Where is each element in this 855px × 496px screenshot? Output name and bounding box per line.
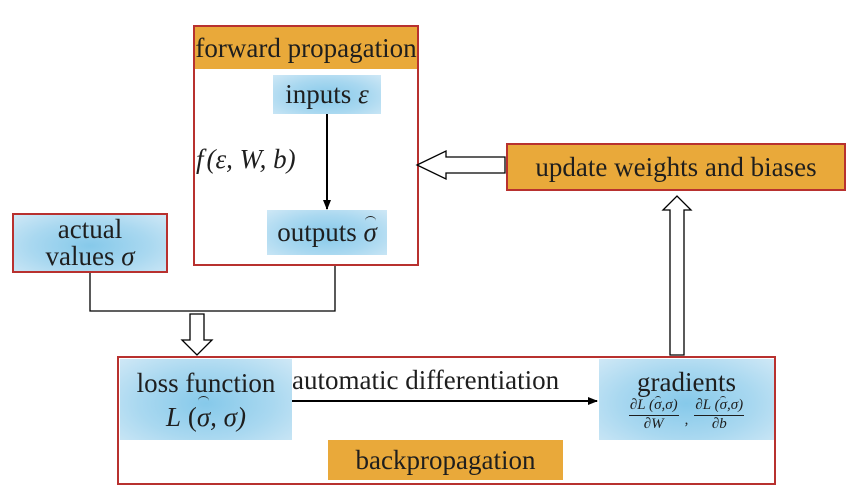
update-to-forward-arrow	[415, 149, 506, 181]
backpropagation-title: backpropagation	[328, 440, 563, 480]
actual-values-text: values	[45, 241, 122, 271]
function-name: f	[196, 144, 204, 174]
gradient-b-num-suffix: ,σ)	[727, 397, 744, 414]
gradient-b-numerator: ∂L (σ,σ)	[694, 396, 745, 416]
loss-function-node: loss function L (σ, σ)	[120, 359, 292, 440]
gradients-node: gradients ∂L (σ,σ) ∂W , ∂L (σ,σ) ∂b	[599, 359, 774, 440]
forward-function-label: f(ε, W, b)	[196, 146, 296, 173]
outputs-symbol: σ	[363, 215, 377, 247]
loss-L: L	[166, 401, 182, 432]
update-weights-box: update weights and biases	[506, 143, 846, 191]
gradient-w-num-hat: σ	[654, 396, 662, 414]
automatic-differentiation-label: automatic differentiation	[292, 365, 560, 395]
gradient-w-denominator: ∂W	[643, 416, 664, 432]
loss-open: (	[181, 401, 197, 432]
gradients-formula: ∂L (σ,σ) ∂W , ∂L (σ,σ) ∂b	[628, 396, 745, 433]
gradient-b-denominator: ∂b	[711, 416, 727, 432]
loss-function-formula: L (σ, σ)	[166, 396, 246, 434]
function-args: (ε, W, b)	[206, 144, 296, 174]
merge-to-loss-arrow	[180, 313, 214, 356]
gradient-w-num-suffix: ,σ)	[661, 397, 678, 414]
forward-propagation-title: forward propagation	[195, 27, 417, 69]
actual-values-line2: values σ	[45, 243, 134, 270]
inputs-node: inputs ε	[273, 75, 381, 114]
gradient-wrt-b: ∂L (σ,σ) ∂b	[694, 396, 745, 433]
actual-values-symbol: σ	[121, 241, 135, 271]
actual-values-line1: actual	[57, 214, 123, 244]
loss-hat-sigma: σ	[196, 396, 211, 432]
gradient-b-num-prefix: ∂L (	[695, 397, 720, 414]
gradient-separator: ,	[684, 412, 689, 428]
gradient-w-num-prefix: ∂L (	[629, 397, 655, 414]
loss-rest: , σ)	[210, 401, 246, 432]
actual-values-box: actual values σ	[12, 213, 168, 273]
inputs-label: inputs	[285, 79, 359, 109]
gradient-b-num-hat: σ	[719, 396, 728, 414]
gradient-w-numerator: ∂L (σ,σ)	[628, 396, 679, 416]
inputs-symbol: ε	[358, 79, 369, 109]
gradients-to-update-arrow	[661, 195, 693, 356]
outputs-node: outputs σ	[267, 210, 387, 255]
outputs-label: outputs	[277, 217, 364, 247]
gradient-wrt-w: ∂L (σ,σ) ∂W	[628, 396, 679, 433]
loss-function-label: loss function	[136, 367, 276, 398]
gradients-label: gradients	[637, 367, 736, 398]
